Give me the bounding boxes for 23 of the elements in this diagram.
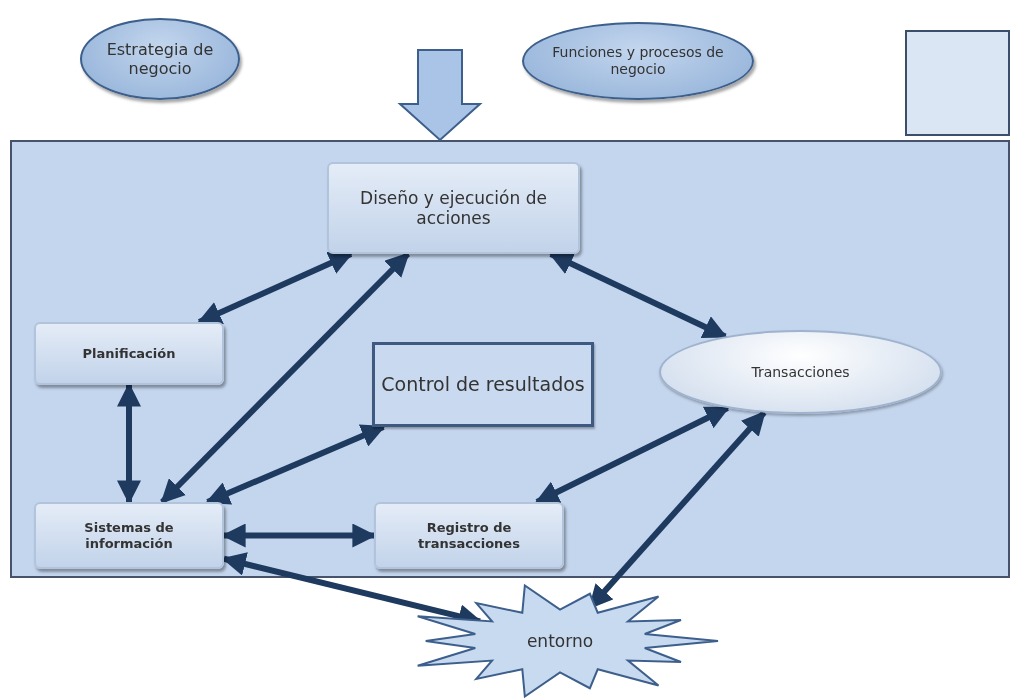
node-label: Planificación [81, 345, 177, 362]
double-arrow [205, 424, 386, 505]
process-box [327, 162, 580, 254]
double-arrow [117, 382, 141, 505]
node-label: Diseño y ejecución de acciones [359, 187, 548, 229]
node-label: Registro de transacciones [417, 519, 521, 552]
process-box [374, 502, 564, 569]
empty-box [905, 30, 1010, 136]
double-arrow [534, 405, 730, 505]
process-box [372, 342, 594, 427]
node-label: Funciones y procesos de negocio [551, 44, 725, 78]
panel-background [10, 140, 1010, 578]
process-box [34, 502, 224, 569]
process-box [34, 322, 224, 385]
node-label: Estrategia de negocio [105, 39, 215, 79]
double-arrow [548, 251, 728, 340]
node-label: Transacciones [750, 363, 851, 381]
double-arrow [160, 251, 411, 505]
block-arrow [397, 49, 483, 142]
node-label: entorno [525, 630, 595, 652]
node-label: Control de resultados [380, 373, 586, 396]
node-label: Sistemas de información [83, 519, 175, 552]
double-arrow [197, 251, 354, 325]
